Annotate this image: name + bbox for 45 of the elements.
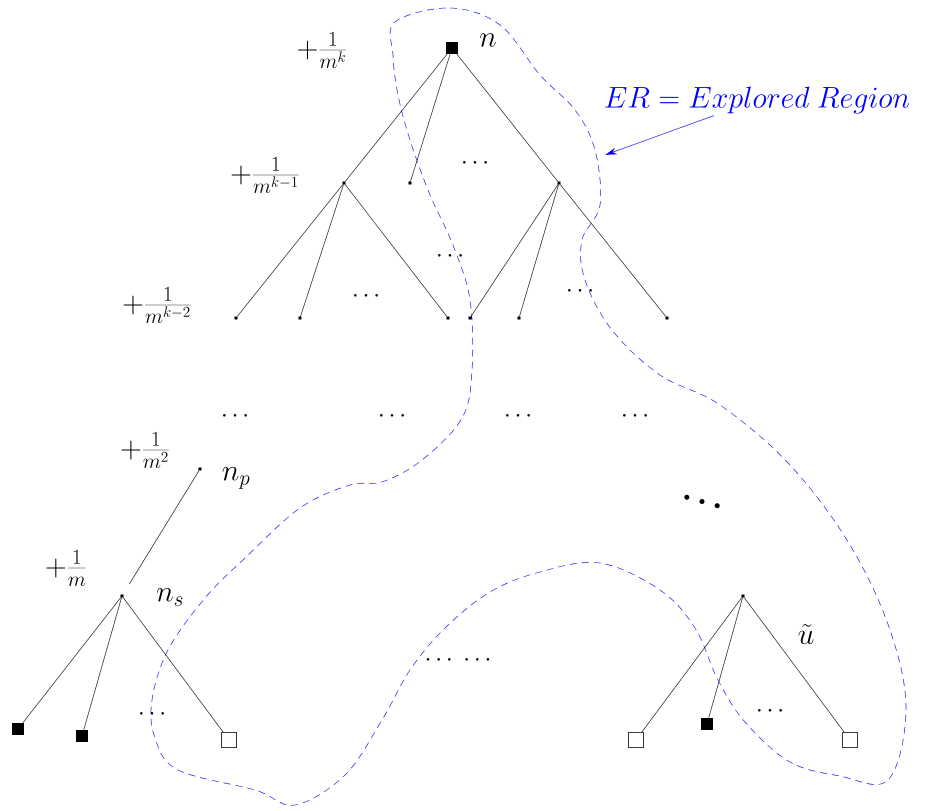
weight-label: $+\frac{1}{m^{k}}$	[298, 32, 346, 68]
ellipsis-dots: $\cdots$	[623, 414, 647, 417]
ellipsis-dots: $\cdots$	[354, 294, 378, 297]
weight-label: $+\frac{1}{m}$	[46, 550, 86, 586]
tree-branch	[122, 597, 224, 732]
open-square	[221, 732, 237, 748]
ellipsis-dots: $\cdots$	[758, 709, 782, 712]
vertex-label: $\tilde{u}$	[798, 624, 814, 644]
filled-square	[12, 723, 24, 735]
vertex-label: $n_{p}$	[222, 466, 250, 489]
vertex-label: $n_{s}$	[156, 588, 182, 606]
ellipsis-dots: $\cdots$	[380, 414, 404, 417]
tree-branch	[237, 184, 343, 317]
filled-square	[446, 42, 458, 54]
filled-square	[76, 730, 88, 742]
weight-label: $+\frac{1}{m^{k-1}}$	[232, 156, 299, 194]
weight-label: $+\frac{1}{m^{k-2}}$	[124, 286, 191, 324]
ellipsis-dots: $\cdots$	[140, 712, 164, 715]
tree-branch	[642, 597, 742, 732]
vertex-label: $n$	[480, 33, 496, 47]
tree-branch	[83, 597, 122, 730]
tree-branch	[744, 597, 844, 732]
tree-branch	[129, 470, 200, 584]
tree-branch	[519, 184, 559, 317]
open-square	[628, 732, 644, 748]
tree-branch	[410, 54, 450, 182]
tree-branch	[345, 54, 448, 182]
ellipsis-dots: $\cdots\;\cdots$	[426, 658, 490, 661]
open-square	[842, 732, 858, 748]
tree-branch	[456, 54, 558, 182]
ellipsis-dots: $\cdots$	[506, 414, 530, 417]
ellipsis-dots: $\cdots$	[463, 161, 487, 164]
ellipsis-dots: $\cdots$	[438, 254, 462, 257]
tree-branch	[560, 184, 666, 317]
weight-label: $+\frac{1}{m^{2}}$	[121, 432, 169, 468]
filled-square	[701, 718, 713, 730]
tree-branch	[22, 597, 121, 724]
ellipsis-dots: $\cdots$	[568, 289, 592, 292]
region-label: $ER = Explored\ Region$	[605, 86, 910, 114]
ellipsis-dots: $\ddots$	[684, 494, 720, 508]
tree-branch	[345, 184, 447, 317]
tree-branch	[708, 597, 743, 718]
tree-branch	[300, 184, 344, 317]
ellipsis-dots: $\cdots$	[223, 414, 247, 417]
tree-branch	[470, 184, 558, 317]
